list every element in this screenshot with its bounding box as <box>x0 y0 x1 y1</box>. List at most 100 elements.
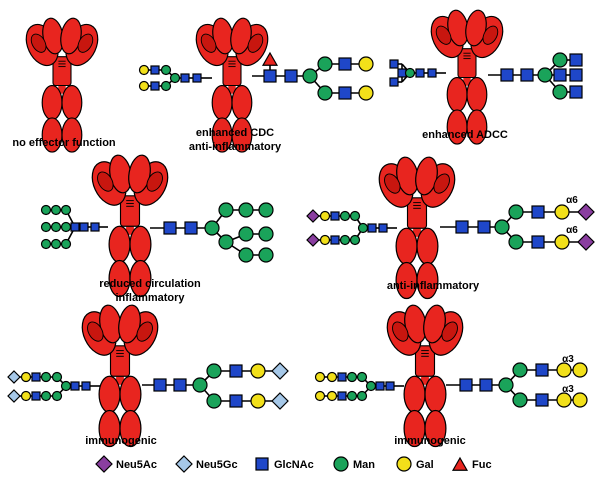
glcnac-square <box>367 223 377 233</box>
caption-anti-inflammatory-1: anti-inflammatory <box>189 141 282 153</box>
glcnac-square <box>338 86 352 100</box>
neu5gc-diamond <box>271 392 289 410</box>
glcnac-square <box>229 364 243 378</box>
man-circle <box>508 234 524 250</box>
caption-reduced-circulation: reduced circulation <box>99 278 201 290</box>
gal-circle <box>554 234 570 250</box>
man-circle <box>40 390 52 402</box>
man-circle <box>356 390 368 402</box>
glcnac-square <box>263 69 277 83</box>
caption-immunogenic-2: immunogenic <box>394 435 466 447</box>
man-circle <box>498 377 514 393</box>
fuc-triangle <box>451 456 469 471</box>
man-circle <box>317 56 333 72</box>
glcnac-square <box>330 235 340 245</box>
man-circle <box>60 204 72 216</box>
man-circle <box>552 52 568 68</box>
legend-label-man: Man <box>353 459 375 471</box>
glcnac-square <box>553 68 567 82</box>
man-circle <box>404 67 416 79</box>
caption-anti-inflammatory-2: anti-inflammatory <box>387 280 480 292</box>
man-circle <box>258 202 274 218</box>
glcnac-square <box>389 77 399 87</box>
man-circle <box>552 84 568 100</box>
man-circle <box>349 210 361 222</box>
glcnac-square <box>150 81 160 91</box>
man-circle <box>537 67 553 83</box>
glcnac-square <box>500 68 514 82</box>
man-circle <box>51 371 63 383</box>
legend-label-glcnac: GlcNAc <box>274 459 314 471</box>
glcnac-square <box>389 59 399 69</box>
caption-immunogenic-1: immunogenic <box>85 435 157 447</box>
gal-circle <box>314 371 326 383</box>
gal-circle <box>326 371 338 383</box>
man-circle <box>40 371 52 383</box>
gal-circle <box>314 390 326 402</box>
fuc-triangle <box>261 51 279 66</box>
gal-circle <box>326 390 338 402</box>
gal-circle <box>358 85 374 101</box>
gal-circle <box>138 80 150 92</box>
glcnac-square <box>455 220 469 234</box>
glcnac-square <box>375 381 385 391</box>
glcnac-square <box>337 391 347 401</box>
man-circle <box>60 221 72 233</box>
glcnac-square <box>415 68 425 78</box>
man-circle <box>317 85 333 101</box>
glcnac-square <box>397 68 407 78</box>
man-circle <box>40 238 52 250</box>
glcnac-square <box>180 73 190 83</box>
linkage-alpha3-lower: α3 <box>562 384 574 395</box>
glcnac-square <box>459 378 473 392</box>
glcnac-square <box>535 363 549 377</box>
glcnac-square <box>79 222 89 232</box>
man-circle <box>50 221 62 233</box>
neu5ac-diamond <box>577 203 595 221</box>
caption-enhanced-cdc: enhanced CDC <box>196 127 274 139</box>
gal-circle <box>556 392 572 408</box>
glcnac-square <box>535 393 549 407</box>
gal-circle <box>396 456 412 472</box>
caption-inflammatory: inflammatory <box>115 292 185 304</box>
glcnac-square <box>427 68 437 78</box>
antibody-icon <box>381 303 470 446</box>
man-circle <box>50 238 62 250</box>
man-circle <box>206 393 222 409</box>
glcnac-square <box>385 381 395 391</box>
man-circle <box>40 204 52 216</box>
gal-circle <box>556 362 572 378</box>
gal-circle <box>138 64 150 76</box>
neu5ac-diamond <box>306 233 320 247</box>
glcnac-square <box>192 73 202 83</box>
man-circle <box>60 238 72 250</box>
man-circle <box>346 371 358 383</box>
man-circle <box>494 219 510 235</box>
man-circle <box>51 390 63 402</box>
man-circle <box>508 204 524 220</box>
man-circle <box>50 204 62 216</box>
glcnac-square <box>163 221 177 235</box>
gal-circle <box>20 390 32 402</box>
linkage-alpha6-upper: α6 <box>566 195 578 206</box>
glcnac-square <box>569 53 583 67</box>
glcnac-square <box>70 222 80 232</box>
glcnac-square <box>531 235 545 249</box>
glcnac-square <box>255 457 269 471</box>
glcnac-square <box>31 391 41 401</box>
glcnac-square <box>284 69 298 83</box>
gal-circle <box>572 362 588 378</box>
legend-label-neu5gc: Neu5Gc <box>196 459 238 471</box>
man-circle <box>204 220 220 236</box>
caption-enhanced-adcc: enhanced ADCC <box>422 129 508 141</box>
neu5gc-diamond <box>7 370 21 384</box>
gal-circle <box>358 56 374 72</box>
man-circle <box>357 222 369 234</box>
man-circle <box>160 64 172 76</box>
man-circle <box>365 380 377 392</box>
neu5ac-diamond <box>306 209 320 223</box>
gal-circle <box>20 371 32 383</box>
caption-no-effector: no effector function <box>12 137 116 149</box>
